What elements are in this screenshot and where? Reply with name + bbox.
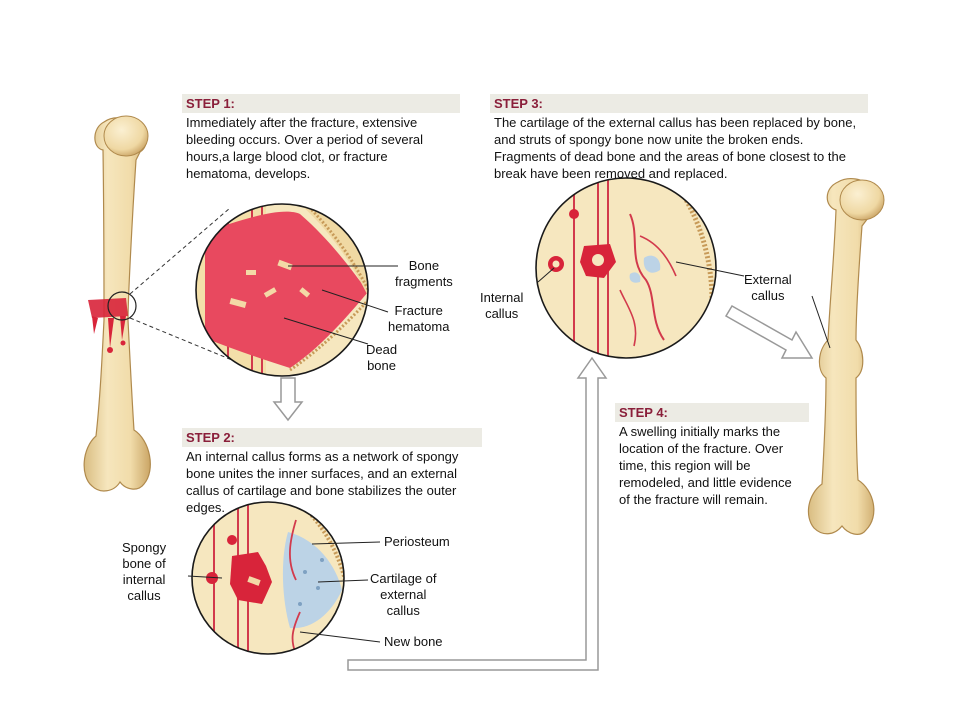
label-dead-bone: Dead bone bbox=[366, 342, 398, 373]
step3-text: The cartilage of the external callus has… bbox=[494, 115, 857, 181]
label-bone-fragments: Bone fragments bbox=[395, 258, 453, 289]
step2-detail-circle bbox=[187, 501, 381, 655]
label-cartilage-external-callus: Cartilage of external callus bbox=[370, 571, 437, 618]
step3-heading: STEP 3: bbox=[490, 94, 868, 113]
step2-text: An internal callus forms as a network of… bbox=[186, 449, 459, 515]
healed-bone bbox=[807, 178, 885, 535]
label-external-callus: External callus bbox=[744, 272, 792, 303]
step1-text: Immediately after the fracture, extensiv… bbox=[186, 115, 424, 181]
label-periosteum: Periosteum bbox=[384, 534, 450, 549]
fractured-bone bbox=[83, 115, 151, 492]
step3-detail-circle bbox=[535, 177, 745, 359]
arrow-step3-to-step4 bbox=[724, 304, 814, 359]
label-new-bone: New bone bbox=[384, 634, 443, 649]
label-internal-callus: Internal callus bbox=[480, 290, 524, 321]
step1-heading: STEP 1: bbox=[182, 94, 460, 113]
step4-block: STEP 4: A swelling initially marks the l… bbox=[615, 403, 809, 508]
arrow-step1-to-step2 bbox=[272, 377, 304, 422]
step4-text: A swelling initially marks the location … bbox=[619, 424, 792, 507]
label-spongy-bone: Spongy bone of internal callus bbox=[122, 540, 167, 603]
step2-block: STEP 2: An internal callus forms as a ne… bbox=[182, 428, 482, 516]
step3-block: STEP 3: The cartilage of the external ca… bbox=[490, 94, 868, 182]
arrow-step2-to-step3 bbox=[347, 356, 608, 671]
label-fracture-hematoma: Fracture hematoma bbox=[388, 303, 450, 334]
step4-heading: STEP 4: bbox=[615, 403, 809, 422]
step1-block: STEP 1: Immediately after the fracture, … bbox=[182, 94, 460, 182]
step2-heading: STEP 2: bbox=[182, 428, 482, 447]
step1-detail-circle bbox=[195, 203, 398, 377]
